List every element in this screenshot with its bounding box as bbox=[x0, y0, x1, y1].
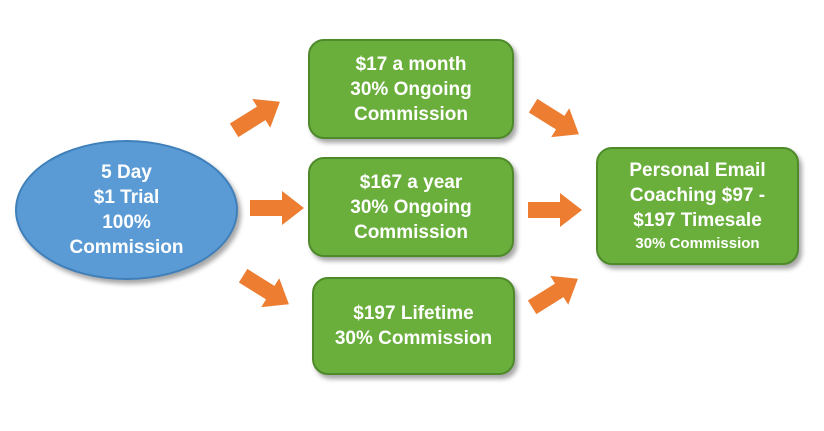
coaching-line-3: $197 Timesale bbox=[633, 209, 762, 231]
trial-node: 5 Day $1 Trial 100% Commission bbox=[15, 140, 238, 280]
trial-line-4: Commission bbox=[69, 237, 184, 258]
coaching-commission-note: 30% Commission bbox=[635, 234, 760, 252]
arrow-lifetime-to-coaching-icon bbox=[527, 275, 578, 315]
arrow-trial-to-yearly-icon bbox=[250, 191, 304, 225]
lifetime-line-1: $197 Lifetime bbox=[353, 303, 474, 324]
lifetime-node: $197 Lifetime 30% Commission bbox=[312, 277, 515, 375]
yearly-line-2: 30% Ongoing bbox=[350, 196, 472, 218]
trial-line-1: 5 Day bbox=[101, 162, 152, 183]
trial-line-2: $1 Trial bbox=[93, 187, 160, 208]
coaching-line-2: Coaching $97 - bbox=[629, 184, 766, 206]
yearly-line-3: Commission bbox=[353, 221, 469, 243]
monthly-node: $17 a month 30% Ongoing Commission bbox=[308, 39, 514, 139]
arrow-yearly-to-coaching-icon bbox=[528, 193, 582, 227]
trial-line-3: 100% bbox=[102, 212, 151, 233]
coaching-node: Personal Email Coaching $97 - $197 Times… bbox=[596, 147, 799, 265]
yearly-line-1: $167 a year bbox=[359, 171, 463, 193]
monthly-line-3: Commission bbox=[353, 103, 469, 125]
lifetime-line-2: 30% Commission bbox=[334, 328, 493, 349]
arrow-trial-to-lifetime-icon bbox=[238, 268, 289, 308]
arrow-trial-to-monthly-icon bbox=[229, 98, 280, 138]
monthly-line-1: $17 a month bbox=[355, 53, 467, 75]
arrow-monthly-to-coaching-icon bbox=[528, 98, 579, 138]
yearly-node: $167 a year 30% Ongoing Commission bbox=[308, 157, 514, 257]
coaching-line-1: Personal Email bbox=[629, 159, 766, 181]
monthly-line-2: 30% Ongoing bbox=[350, 78, 472, 100]
